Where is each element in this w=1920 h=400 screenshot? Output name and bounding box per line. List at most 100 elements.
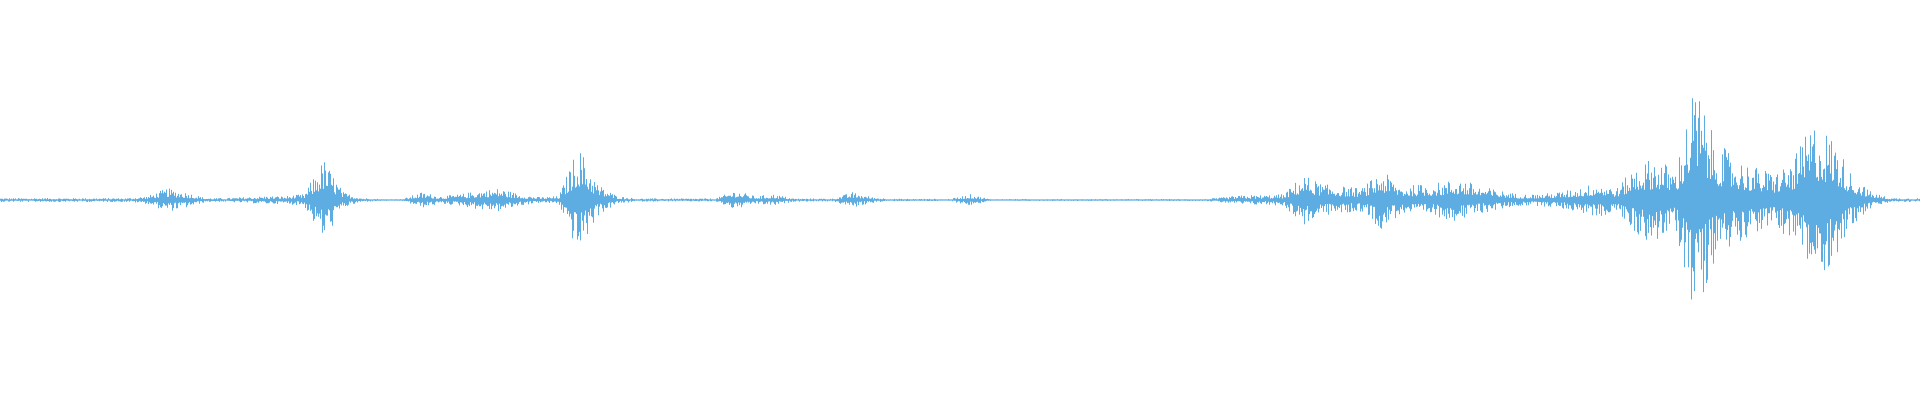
waveform-bin [1411,185,1430,212]
waveform-bin [196,196,216,204]
waveform-bin [39,198,59,202]
waveform-bin [1293,177,1313,225]
waveform-bin [705,194,725,205]
waveform-bin [1685,98,1704,300]
waveform-bin [313,162,333,233]
waveform-bin [509,191,529,207]
waveform-bin [568,153,588,241]
waveform-bin [1567,189,1587,213]
waveform-bin [1822,135,1842,271]
waveform-bin [999,199,1019,201]
waveform-bin [1724,148,1744,247]
waveform-bin [1215,196,1234,203]
waveform-bin [980,197,999,204]
waveform-bin [431,195,451,205]
waveform-bin [1607,177,1626,219]
waveform-bin [1548,192,1567,209]
waveform-bin [1254,195,1273,205]
waveform-bin [137,193,157,205]
waveform-bin [1136,199,1156,201]
waveform-bin [1450,183,1469,221]
waveform-bin [901,198,921,202]
waveform-bin [823,197,842,204]
waveform-bin [1313,181,1332,217]
waveform-bin [1626,164,1646,237]
waveform-bin [1744,167,1763,238]
waveform-bin [1117,199,1136,201]
waveform-bin [1881,196,1900,205]
waveform-bin [274,195,294,205]
waveform-bin [784,196,803,204]
waveform-bin [1587,185,1607,216]
waveform-bin [1332,186,1352,213]
waveform-bin [1783,146,1802,236]
waveform-bin [1704,115,1724,283]
waveform-bin [333,178,353,211]
waveform-bin [1371,174,1391,229]
waveform-bin [0,198,20,202]
waveform-bin [255,196,274,204]
waveform-bin [1019,199,1038,201]
waveform-bin [353,198,372,204]
waveform-bin [862,196,882,205]
waveform-bin [411,192,431,208]
waveform-bin [1038,199,1058,201]
waveform-bin [1391,182,1411,219]
waveform-bin [1156,199,1176,201]
waveform-bin [1861,186,1881,215]
waveform-bin [960,194,980,205]
waveform-bin [647,198,666,202]
waveform-bin [1469,182,1489,213]
waveform-bin [1058,199,1078,201]
waveform-bin [176,193,196,209]
waveform-bin [1176,199,1195,201]
waveform-bin [78,198,98,202]
waveform-bin [98,198,118,202]
waveform-bin [549,176,568,214]
waveform-bin [1802,130,1822,262]
waveform-bin [1352,181,1371,215]
waveform-bin [607,192,627,208]
waveform-bin [1842,159,1861,238]
waveform-bin [392,197,411,204]
waveform-bin [842,192,862,207]
waveform-bin [627,197,647,203]
waveform-bin [725,192,744,208]
waveform-bin [1900,198,1920,202]
waveform-bin [921,198,940,201]
waveform-bin [1234,195,1254,204]
waveform-bin [1528,193,1548,207]
waveform-bin [529,196,549,204]
waveform-bin [216,197,235,203]
waveform-bins [0,98,1920,300]
waveform-bin [1763,171,1783,228]
waveform-bin [118,198,137,203]
waveform-bin [451,192,470,208]
waveform-bin [1078,199,1097,201]
waveform-bin [1430,181,1450,219]
waveform-bin [882,198,901,202]
waveform-bin [1509,193,1528,208]
waveform-bin [1195,198,1215,202]
waveform-bin [157,188,176,211]
waveform-bin [588,179,607,223]
waveform-bin [20,198,39,202]
waveform-bin [235,197,255,204]
waveform-bin [470,190,490,210]
waveform-bin [1273,188,1293,212]
waveform-bin [940,197,960,203]
waveform-bin [372,198,392,202]
waveform-bin [764,194,784,205]
waveform-bin [803,198,823,202]
waveform-bin [490,189,509,212]
waveform-bin [1665,157,1685,268]
waveform-bin [666,198,686,202]
waveform-bin [1646,161,1665,240]
waveform-bin [59,198,78,202]
waveform-bin [744,193,764,205]
waveform-bin [686,198,705,202]
waveform-bin [1489,188,1509,210]
waveform-bin [294,182,313,214]
waveform-bin [1097,199,1117,201]
